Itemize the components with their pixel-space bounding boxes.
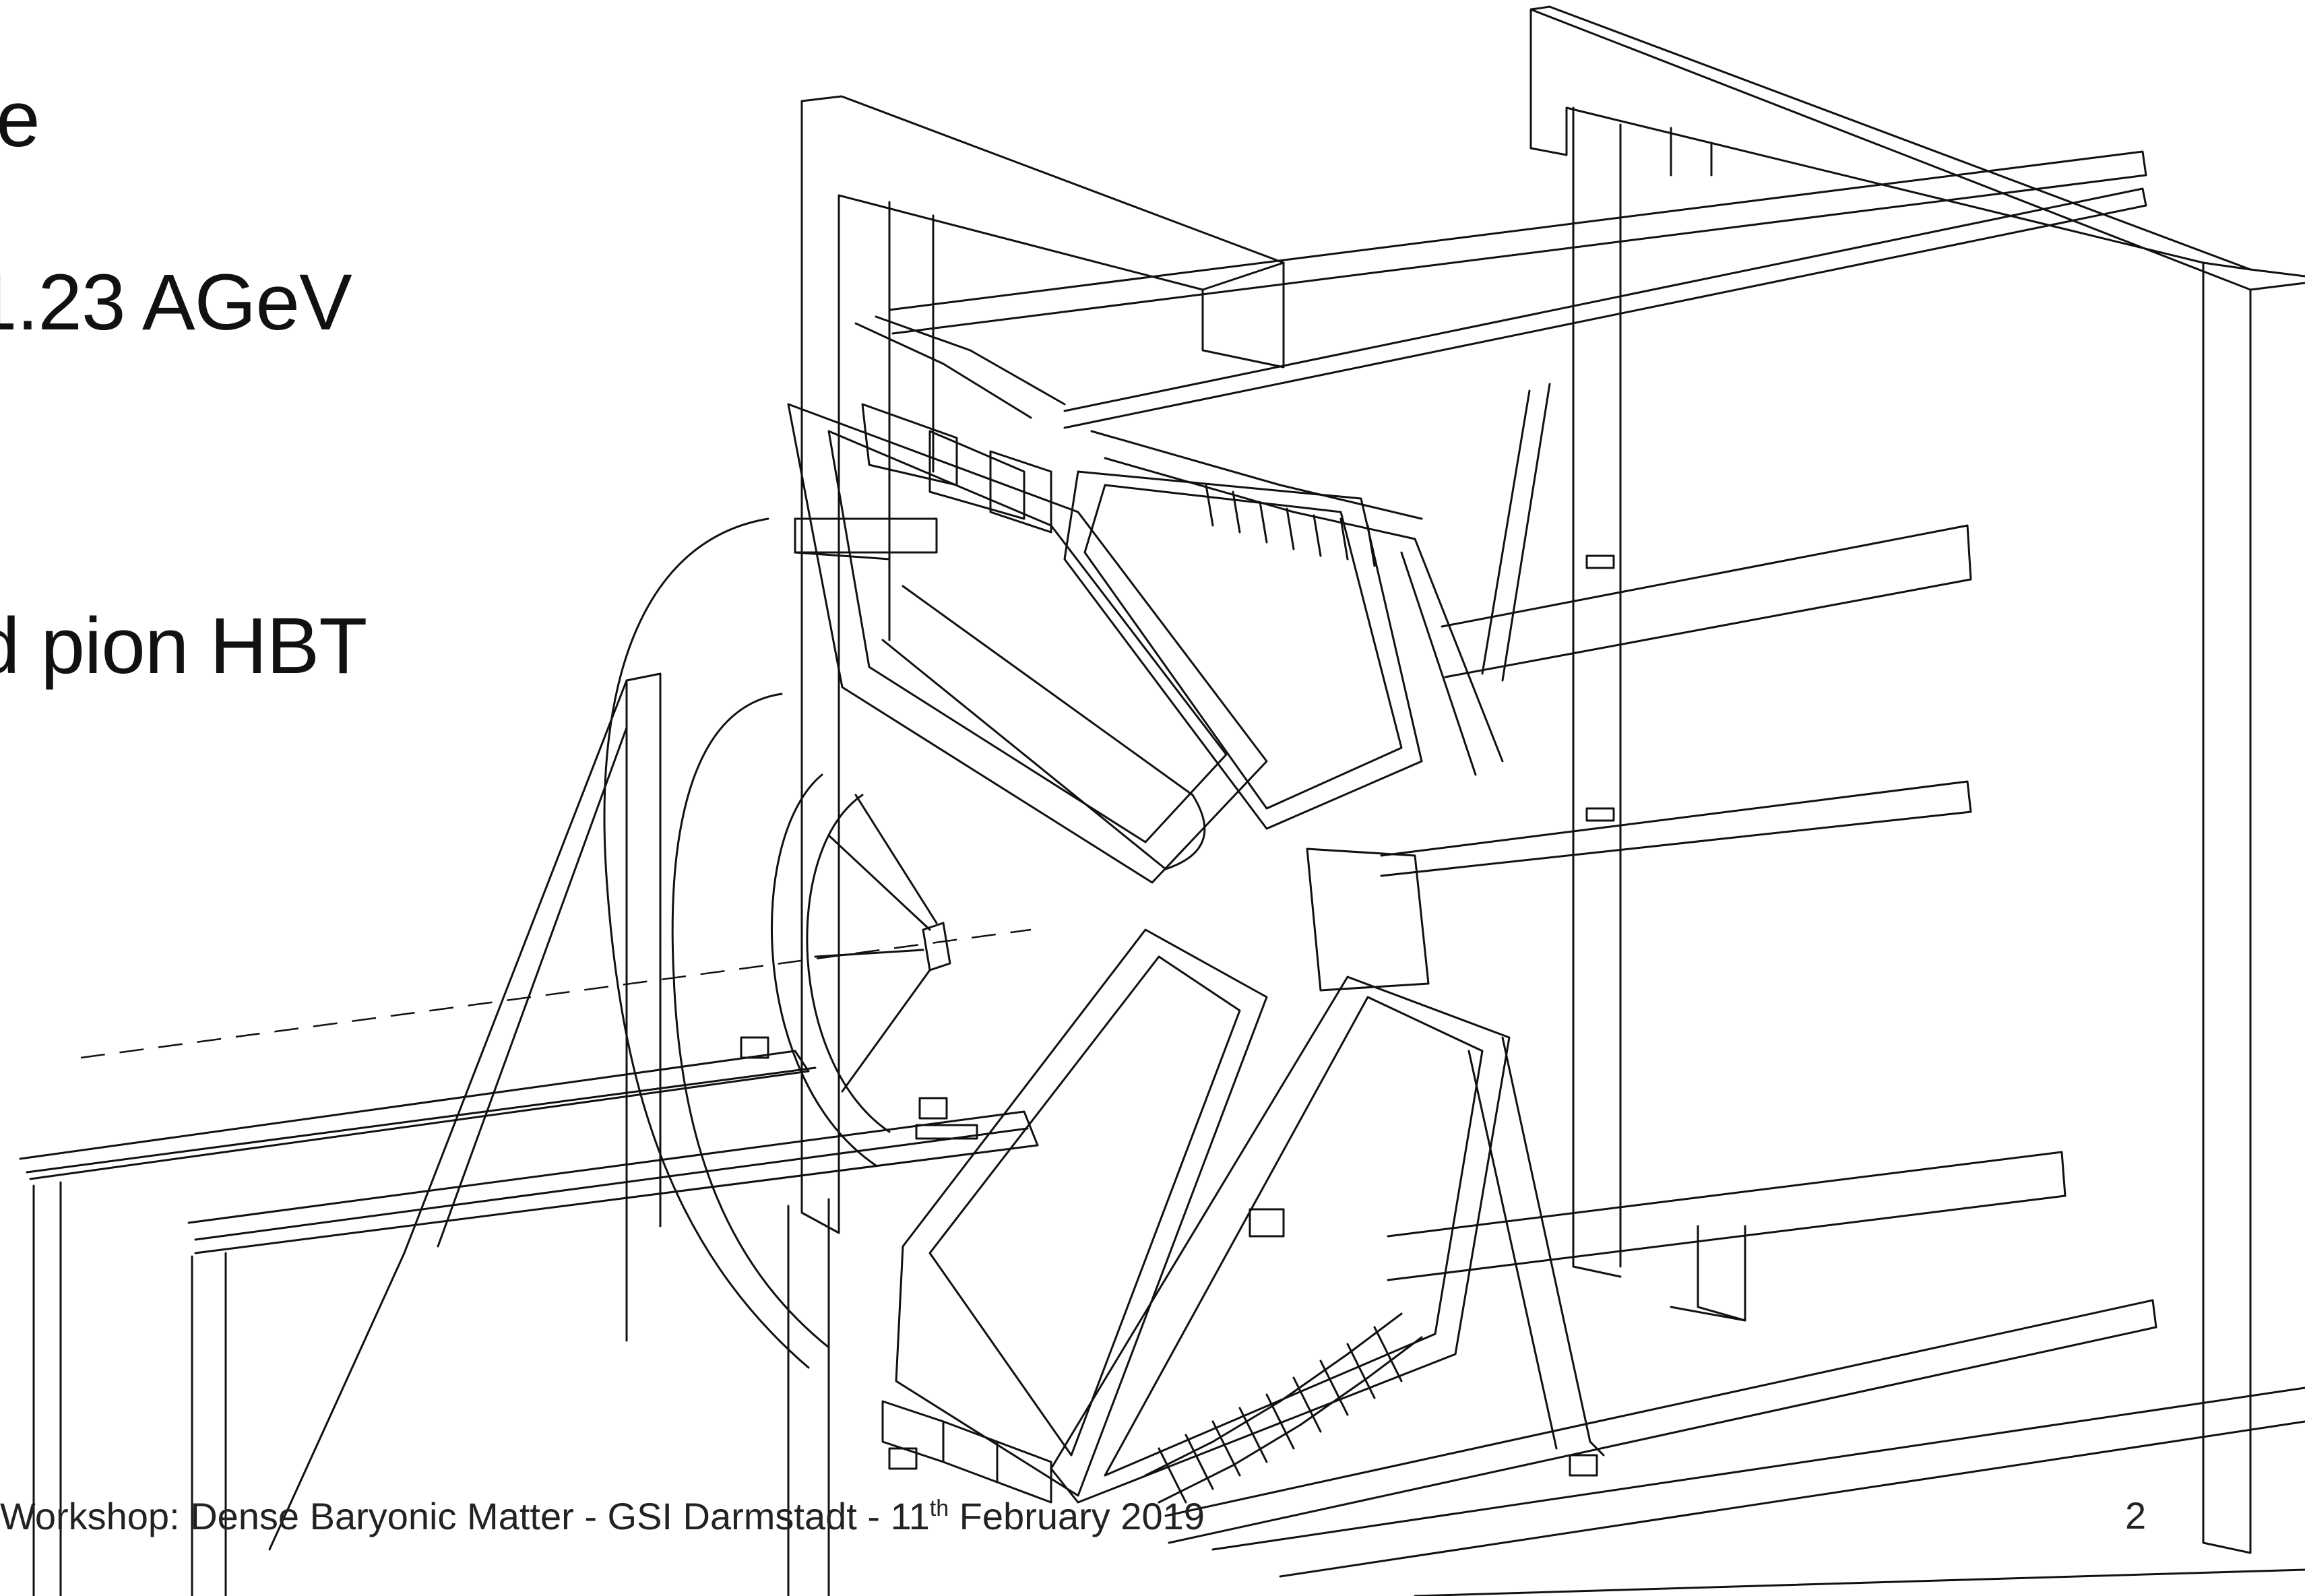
footer-superscript: th: [929, 1496, 949, 1521]
bullet-text-1: e: [0, 75, 40, 164]
footer-prefix: Workshop: Dense Baryonic Matter - GSI Da…: [0, 1495, 930, 1537]
inner-chamber: [770, 773, 951, 1167]
footer-suffix: February 2019: [949, 1495, 1205, 1537]
right-legs: [1467, 383, 1746, 1457]
bullet-text-2: 1.23 AGeV: [0, 258, 352, 347]
support-frame: [1529, 5, 2305, 1554]
bullet-text-3: d pion HBT: [0, 602, 367, 691]
beam-axis-line: [80, 928, 1032, 1059]
lower-modules: [1144, 1312, 1423, 1504]
brackets: [740, 554, 1615, 1477]
slide-footer: Workshop: Dense Baryonic Matter - GSI Da…: [0, 1497, 1205, 1535]
left-rails: [19, 1050, 1039, 1596]
left-truss: [268, 672, 662, 1551]
magnet-ring: [603, 517, 891, 1369]
detector-sectors: [787, 403, 1511, 1504]
upper-modules: [854, 315, 1423, 567]
page-number: 2: [2125, 1494, 2147, 1537]
right-rails: [888, 150, 2305, 1596]
